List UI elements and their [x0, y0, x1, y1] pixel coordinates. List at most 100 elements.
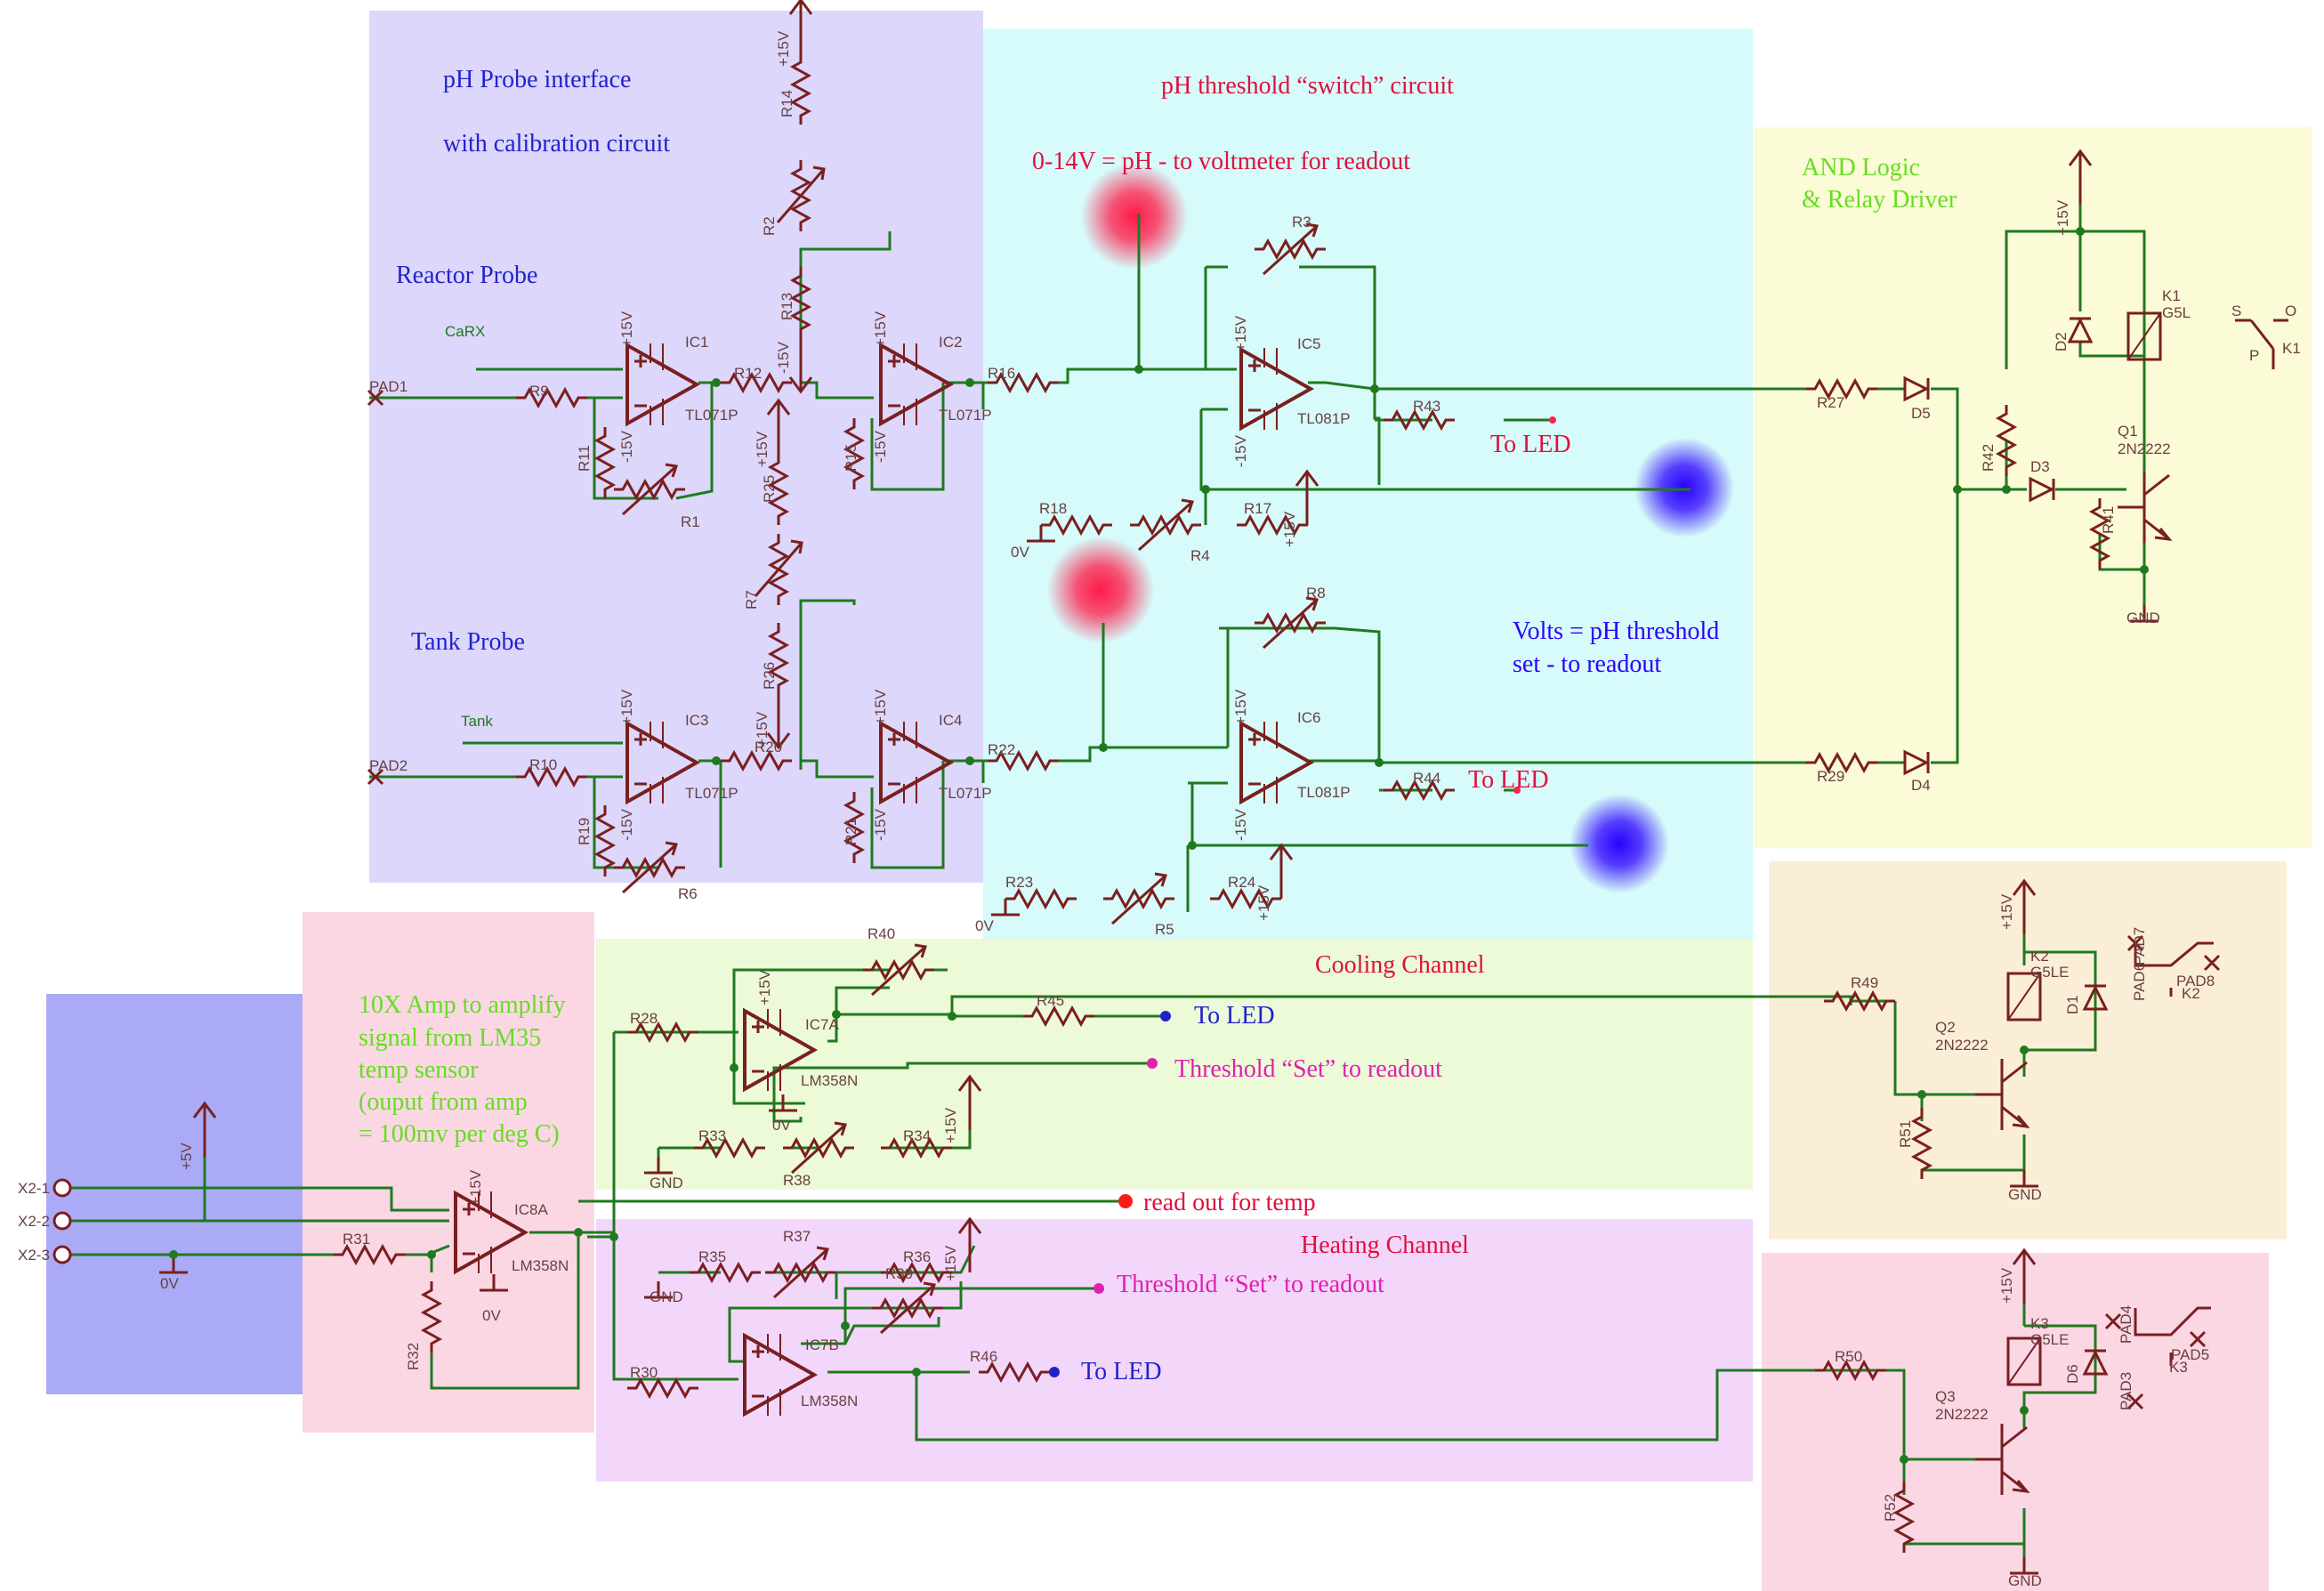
- label-r41: R41: [2100, 506, 2117, 534]
- net-gnd-4: GND: [2008, 1186, 2042, 1203]
- net-p15-ic4: +15V: [872, 689, 889, 725]
- label-k1: K1: [2162, 287, 2181, 304]
- label-d2: D2: [2053, 332, 2070, 351]
- cooling-channel-title: Cooling Channel: [1315, 951, 1485, 979]
- to-led-label-4: To LED: [1081, 1358, 1162, 1385]
- label-r25: R25: [761, 475, 778, 503]
- label-r43: R43: [1413, 398, 1440, 415]
- label-r22: R22: [988, 741, 1015, 758]
- net-p15-r34: +15V: [942, 1107, 959, 1143]
- label-r12: R12: [734, 365, 762, 382]
- net-pad1: PAD1: [369, 378, 408, 395]
- label-pad8: PAD8: [2176, 973, 2215, 989]
- and-logic-line2: & Relay Driver: [1802, 186, 1957, 214]
- net-p15-ic7a: +15V: [756, 969, 773, 1005]
- amp-region: [303, 912, 594, 1433]
- label-r51: R51: [1897, 1120, 1914, 1148]
- net-p15-ic8a: +15V: [467, 1169, 484, 1206]
- label-k3-type: G5LE: [2030, 1331, 2069, 1348]
- label-q3: Q3: [1935, 1388, 1956, 1405]
- label-sw-o: O: [2285, 303, 2296, 319]
- label-ic6-type: TL081P: [1297, 784, 1351, 801]
- label-r15: R15: [843, 444, 859, 472]
- and-logic-region: [1755, 127, 2312, 848]
- blue-led-2: [1570, 794, 1669, 893]
- net-pad2: PAD2: [369, 757, 408, 774]
- label-pad4: PAD4: [2118, 1305, 2134, 1344]
- switch-k3: [2134, 1306, 2211, 1366]
- net-p15-ic1: +15V: [618, 311, 635, 347]
- net-m15-ic4: -15V: [872, 808, 889, 841]
- label-r23: R23: [1005, 874, 1033, 891]
- sensor-region: [46, 994, 303, 1394]
- label-q3-type: 2N2222: [1935, 1406, 1989, 1423]
- red-led-1: [1081, 163, 1188, 270]
- label-r14: R14: [779, 90, 795, 117]
- label-r28: R28: [630, 1010, 658, 1027]
- heating-channel-title: Heating Channel: [1301, 1232, 1469, 1259]
- label-k1-type: G5L: [2162, 304, 2191, 321]
- net-x2-2: X2-2: [18, 1213, 50, 1230]
- label-r37: R37: [783, 1228, 811, 1245]
- label-r26: R26: [761, 662, 778, 690]
- label-r1: R1: [681, 513, 700, 530]
- label-ic7b: IC7B: [805, 1337, 839, 1353]
- net-0v-4: 0V: [772, 1117, 791, 1134]
- net-0v-3: 0V: [160, 1275, 179, 1292]
- label-r5: R5: [1155, 921, 1174, 938]
- label-d5: D5: [1911, 405, 1931, 422]
- label-r33: R33: [698, 1127, 726, 1144]
- label-r10: R10: [529, 756, 557, 773]
- reactor-probe-label: Reactor Probe: [396, 262, 537, 289]
- label-r49: R49: [1851, 974, 1878, 991]
- label-r21: R21: [843, 818, 859, 845]
- net-p15-r14: +15V: [775, 30, 792, 67]
- threshold-set-label-1: Threshold “Set” to readout: [1174, 1055, 1442, 1083]
- ph-threshold-line2: set - to readout: [1513, 650, 1661, 678]
- label-r4: R4: [1190, 547, 1210, 564]
- connector-pads: [52, 389, 2221, 1410]
- label-r30: R30: [630, 1364, 658, 1381]
- label-r19: R19: [576, 818, 593, 845]
- label-k3: K3: [2030, 1315, 2049, 1332]
- label-ic5-type: TL081P: [1297, 410, 1351, 427]
- net-gnd-2: GND: [650, 1175, 683, 1191]
- amp-line3: temp sensor: [359, 1056, 479, 1084]
- label-r27: R27: [1817, 394, 1844, 411]
- ph-interface-subtitle: with calibration circuit: [443, 130, 670, 157]
- label-r9: R9: [529, 383, 549, 400]
- net-m15-r13: -15V: [775, 341, 792, 374]
- label-r50: R50: [1835, 1348, 1862, 1365]
- label-ic3-type: TL071P: [685, 785, 738, 802]
- heating-region: [596, 1219, 1753, 1482]
- label-r32: R32: [405, 1343, 422, 1370]
- ph-threshold-line1: Volts = pH threshold: [1513, 618, 1719, 645]
- readout-temp-label: read out for temp: [1143, 1189, 1316, 1216]
- label-r18: R18: [1039, 500, 1067, 517]
- net-gnd-1: GND: [2126, 610, 2160, 626]
- net-p15-ic6: +15V: [1232, 689, 1249, 725]
- net-p15-r36: +15V: [942, 1245, 959, 1281]
- label-d1: D1: [2064, 995, 2081, 1014]
- label-d3: D3: [2030, 458, 2050, 475]
- net-p15-k2: +15V: [1998, 893, 2015, 930]
- label-r17: R17: [1244, 500, 1271, 517]
- amp-line5: = 100mv per deg C): [359, 1120, 560, 1148]
- heating-relay-region: [1762, 1253, 2269, 1591]
- amp-line2: signal from LM35: [359, 1024, 541, 1052]
- relays: [2006, 311, 2288, 1386]
- label-r11: R11: [576, 445, 593, 472]
- label-pad3: PAD3: [2118, 1372, 2134, 1410]
- net-gnd-5: GND: [2008, 1572, 2042, 1589]
- label-r34: R34: [903, 1127, 931, 1144]
- label-k1-switch: K1: [2282, 340, 2301, 357]
- rotated-supply-labels: +15V -15V +15V +15V -15V +15V -15V +15V …: [178, 30, 2071, 1304]
- net-0v-1: 0V: [1011, 544, 1029, 561]
- label-k2-switch: K2: [2182, 985, 2200, 1002]
- label-ic2-type: TL071P: [939, 407, 992, 424]
- label-sw-s: S: [2231, 303, 2241, 319]
- net-gnd-3: GND: [650, 1288, 683, 1305]
- ph-switch-title: pH threshold “switch” circuit: [1161, 72, 1454, 100]
- to-led-label-3: To LED: [1194, 1002, 1275, 1030]
- label-r24: R24: [1228, 874, 1255, 891]
